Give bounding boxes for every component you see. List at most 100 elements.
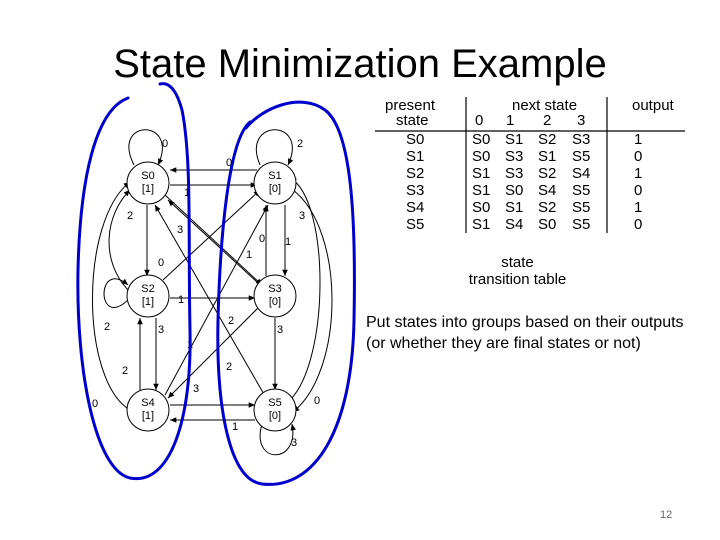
state-output: [0]	[269, 183, 281, 195]
edge-label: 0	[226, 157, 232, 169]
edge-label: 3	[299, 210, 305, 222]
edge-label: 2	[122, 365, 128, 377]
state-s3: S3 [0]	[253, 274, 297, 318]
edge-label: 0	[314, 395, 320, 407]
caption-line: transition table	[468, 271, 567, 288]
state-name: S3	[268, 283, 281, 295]
row-next-state: S0	[472, 131, 491, 148]
page-number: 12	[660, 509, 673, 521]
state-s5: S5 [0]	[253, 388, 297, 432]
edge-label: 0	[158, 257, 164, 269]
row-next-state: S1	[538, 148, 557, 165]
state-s1: S1 [0]	[253, 161, 297, 205]
edge-label: 1	[232, 421, 238, 433]
state-name: S0	[141, 170, 154, 182]
row-next-state: S5	[572, 148, 591, 165]
header-output: output	[632, 97, 674, 114]
edge-label: 3	[277, 324, 283, 336]
edge-label: 1	[178, 294, 184, 306]
state-output: [0]	[269, 410, 281, 422]
edge-s3-s0	[167, 199, 258, 283]
state-name: S5	[268, 397, 281, 409]
row-next-state: S4	[572, 165, 591, 182]
row-next-state: S2	[538, 165, 557, 182]
edge-s5-s1	[289, 177, 321, 401]
row-state: S2	[406, 165, 425, 182]
group-outlines	[76, 82, 356, 486]
row-next-state: S3	[505, 165, 524, 182]
edge-label: 0	[259, 233, 265, 245]
state-output: [1]	[142, 183, 154, 195]
edge-s4-s0	[92, 181, 131, 411]
state-name: S2	[141, 283, 154, 295]
edge-label: 3	[158, 324, 164, 336]
state-name: S4	[141, 397, 154, 409]
row-output: 1	[634, 165, 643, 182]
edge-label: 0	[92, 398, 98, 410]
edge-s5-s0	[154, 204, 266, 397]
header-input: 3	[577, 112, 586, 129]
row-next-state: S2	[538, 131, 557, 148]
edge-s1-self	[255, 129, 294, 166]
edge-label: 3	[177, 224, 183, 236]
row-next-state: S0	[505, 182, 524, 199]
header-next-state: next state	[512, 97, 578, 114]
row-output: 0	[634, 216, 643, 233]
row-output: 1	[634, 131, 643, 148]
edge-label: 2	[104, 321, 110, 333]
edge-label: 0	[162, 138, 168, 150]
edge-label: 3	[291, 437, 297, 449]
row-next-state: S3	[572, 131, 591, 148]
header-input: 0	[475, 112, 484, 129]
header-present: present	[385, 97, 436, 114]
edge-s1-s5	[292, 189, 333, 413]
edge-label: 2	[297, 138, 303, 150]
row-next-state: S1	[472, 165, 491, 182]
caption-line: state	[501, 254, 534, 271]
transition-edges	[92, 129, 333, 456]
state-s2: S2 [1]	[126, 274, 170, 318]
row-next-state: S1	[505, 199, 524, 216]
state-name: S1	[268, 170, 281, 182]
table-caption: state transition table	[455, 254, 580, 288]
edge-s0-s3	[164, 194, 263, 286]
slide-title: State Minimization Example	[113, 42, 607, 86]
row-state: S4	[406, 199, 425, 216]
row-output: 0	[634, 182, 643, 199]
row-next-state: S0	[538, 216, 557, 233]
row-next-state: S1	[472, 216, 491, 233]
row-state: S0	[406, 131, 425, 148]
row-next-state: S4	[505, 216, 524, 233]
explanation-note: Put states into groups based on their ou…	[366, 314, 684, 352]
edge-label: 3	[193, 383, 199, 395]
table-rules	[375, 97, 685, 233]
state-output: [0]	[269, 296, 281, 308]
row-next-state: S2	[538, 199, 557, 216]
edge-label: 2	[226, 361, 232, 373]
edge-label: 1	[246, 249, 252, 261]
state-s4: S4 [1]	[126, 388, 170, 432]
row-next-state: S5	[572, 199, 591, 216]
edge-s2-s1	[162, 189, 261, 281]
row-next-state: S0	[472, 199, 491, 216]
state-nodes: S0 [1] S1 [0] S2 [1] S3 [0] S4 [1] S5 [0…	[126, 161, 297, 432]
header-input: 1	[506, 112, 515, 129]
header-input: 2	[543, 112, 552, 129]
edge-s5-self	[259, 423, 296, 456]
state-output: [1]	[142, 296, 154, 308]
header-state: state	[396, 112, 429, 129]
row-output: 1	[634, 199, 643, 216]
edge-s3-s4	[167, 307, 259, 399]
row-state: S5	[406, 216, 425, 233]
row-next-state: S1	[472, 182, 491, 199]
row-state: S1	[406, 148, 425, 165]
row-next-state: S0	[472, 148, 491, 165]
row-next-state: S4	[538, 182, 557, 199]
row-next-state: S3	[505, 148, 524, 165]
edge-s2-s0	[108, 189, 131, 291]
edge-label: 1	[285, 236, 291, 248]
row-state: S3	[406, 182, 425, 199]
state-output: [1]	[142, 410, 154, 422]
edge-label: 2	[228, 315, 234, 327]
